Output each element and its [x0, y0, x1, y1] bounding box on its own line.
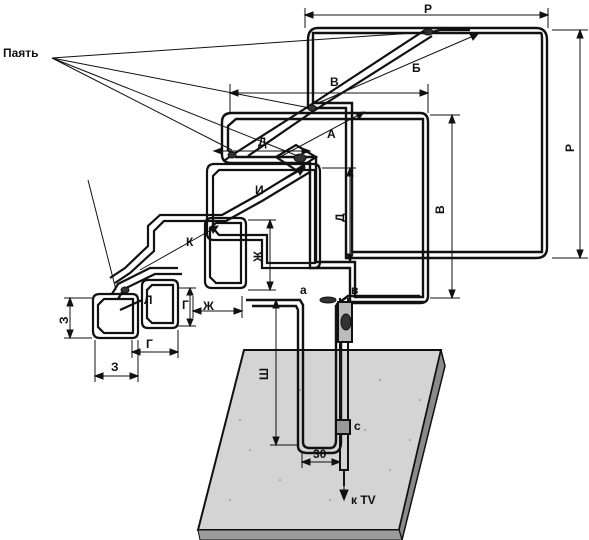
solder-leader-lines	[51, 31, 429, 291]
stand-base	[196, 349, 446, 540]
label-l-mid: Л	[144, 293, 152, 307]
loop-l	[140, 278, 180, 330]
diagonal-conductors	[109, 28, 470, 312]
loop-z	[91, 292, 140, 340]
label-v-top: В	[330, 75, 339, 89]
label-d-top: Д	[258, 135, 267, 149]
label-c-bottom: с	[354, 419, 361, 433]
label-a-mid: А	[327, 127, 336, 141]
label-g-right: Г	[182, 298, 189, 312]
loop-d	[205, 162, 322, 270]
label-b-top: Б	[412, 61, 421, 75]
loop-p	[306, 26, 549, 260]
output-label: к TV	[351, 493, 376, 507]
label-sh-left: Ш	[257, 368, 271, 380]
dimension-lines	[64, 8, 588, 502]
label-zh-right: Ж	[251, 251, 265, 263]
label-g-bottom: Г	[146, 337, 153, 351]
label-zh-bottom: Ж	[202, 299, 214, 313]
label-k-mid: К	[186, 235, 194, 249]
label-v-right: В	[433, 205, 447, 214]
label-z-bottom: З	[111, 360, 119, 374]
labels: Паять Р Р В Б А Д В Д И К Ж Ж Л Г Г З З …	[3, 2, 577, 507]
label-d-right: Д	[333, 213, 347, 222]
label-p-right: Р	[563, 144, 577, 152]
label-p-top: Р	[424, 2, 432, 16]
label-v-bottom: в	[351, 283, 358, 297]
label-i-mid: И	[255, 183, 264, 197]
dimension-30: 30	[313, 447, 327, 461]
solder-label: Паять	[3, 46, 39, 60]
label-z-left: З	[57, 316, 71, 324]
label-a-bottom: а	[300, 283, 307, 297]
